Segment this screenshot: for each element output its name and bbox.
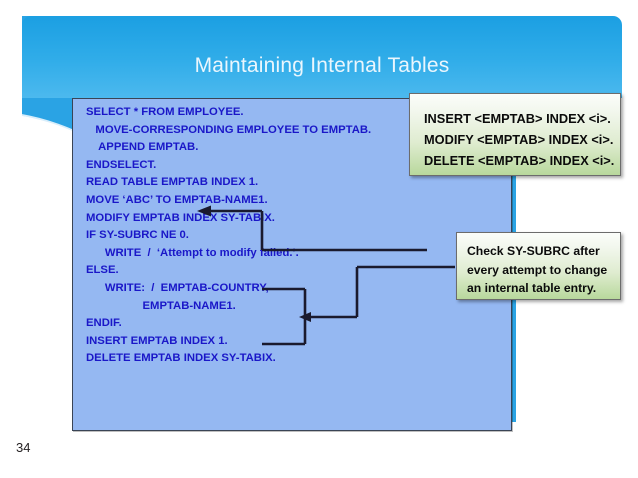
code-line: MODIFY EMPTAB INDEX SY-TABIX. — [86, 211, 275, 224]
page-title: Maintaining Internal Tables — [194, 54, 450, 77]
top-margin — [0, 0, 638, 16]
callout-note-line-2: every attempt to change — [467, 262, 608, 277]
code-line: WRITE / ‘Attempt to modify failed.’. — [86, 246, 299, 259]
code-line: DELETE EMPTAB INDEX SY-TABIX. — [86, 352, 276, 365]
abap-code-lines: SELECT * FROM EMPLOYEE. MOVE-CORRESPONDI… — [86, 104, 371, 368]
code-line: ELSE. — [86, 264, 119, 277]
code-line: APPEND EMPTAB. — [86, 141, 199, 154]
code-line: SELECT * FROM EMPLOYEE. — [86, 106, 244, 118]
code-line: ENDIF. — [86, 317, 122, 330]
callout-syntax-line-2: MODIFY <EMPTAB> INDEX <i>. — [424, 132, 614, 147]
code-line: EMPTAB-NAME1. — [86, 299, 236, 312]
slide-header-background — [22, 16, 622, 98]
callout-syntax-box: INSERT <EMPTAB> INDEX <i>. MODIFY <EMPTA… — [409, 93, 621, 176]
callout-note-box: Check SY-SUBRC after every attempt to ch… — [456, 232, 621, 300]
callout-syntax-line-3: DELETE <EMPTAB> INDEX <i>. — [424, 153, 615, 168]
callout-note-line-3: an internal table entry. — [467, 281, 597, 295]
left-margin — [0, 0, 22, 478]
bottom-margin — [0, 422, 638, 478]
callout-syntax-line-1: INSERT <EMPTAB> INDEX <i>. — [424, 111, 611, 126]
code-line: READ TABLE EMPTAB INDEX 1. — [86, 176, 259, 189]
code-line: MOVE-CORRESPONDING EMPLOYEE TO EMPTAB. — [86, 123, 372, 136]
page-number: 34 — [16, 440, 31, 455]
code-line: MOVE ‘ABC’ TO EMPTAB-NAME1. — [86, 193, 268, 206]
code-line: IF SY-SUBRC NE 0. — [86, 229, 189, 242]
code-line: ENDSELECT. — [86, 158, 157, 171]
code-line: INSERT EMPTAB INDEX 1. — [86, 334, 228, 347]
callout-note-line-1: Check SY-SUBRC after — [467, 244, 600, 258]
code-line: WRITE: / EMPTAB-COUNTRY, — [86, 281, 269, 294]
